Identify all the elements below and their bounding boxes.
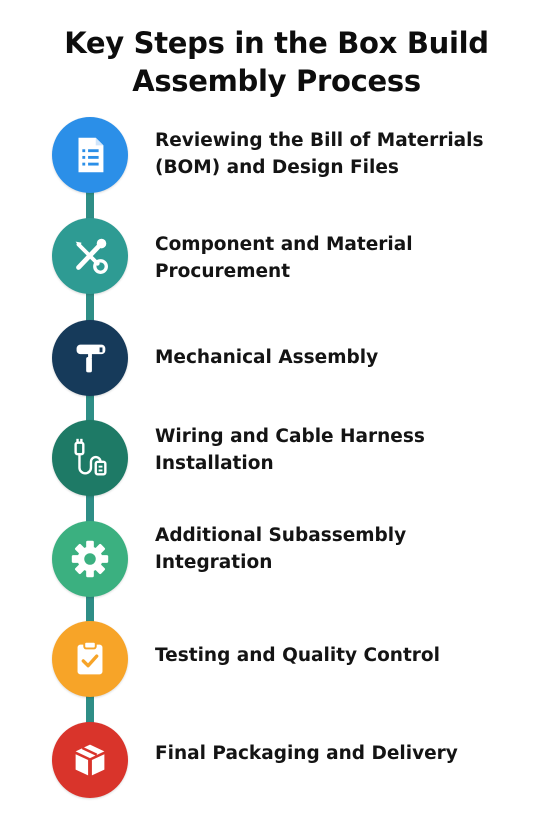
step-7-label: Final Packaging and Delivery (155, 740, 515, 767)
step-6-label: Testing and Quality Control (155, 642, 515, 669)
step-7-circle (52, 722, 128, 798)
step-5-label-line-2: Integration (155, 552, 273, 573)
step-3-label-line-1: Mechanical Assembly (155, 347, 379, 368)
step-4: Wiring and Cable Harness Installation (0, 420, 553, 500)
step-1-label-line-2: (BOM) and Design Files (155, 157, 399, 178)
step-6-circle (52, 621, 128, 697)
screwdriver-wrench-icon (75, 238, 108, 274)
step-1-label-line-1: Reviewing the Bill of Materrials (155, 130, 484, 151)
step-6-label-line-1: Testing and Quality Control (155, 645, 440, 666)
step-4-label: Wiring and Cable Harness Installation (155, 423, 515, 477)
step-6: Testing and Quality Control (0, 620, 553, 700)
clipboard-check-icon (77, 640, 103, 675)
step-2-label: Component and Material Procurement (155, 231, 515, 285)
gear-icon (71, 540, 109, 578)
step-2-circle (52, 218, 128, 294)
step-3-circle (52, 320, 128, 396)
step-4-label-line-2: Installation (155, 453, 274, 474)
step-1-label: Reviewing the Bill of Materrials (BOM) a… (155, 127, 515, 181)
diagram-title: Key Steps in the Box Build Assembly Proc… (0, 24, 553, 100)
title-line-1: Key Steps in the Box Build (64, 26, 489, 60)
title-line-2: Assembly Process (132, 64, 421, 98)
step-3: Mechanical Assembly (0, 318, 553, 398)
step-2: Component and Material Procurement (0, 218, 553, 298)
step-4-label-line-1: Wiring and Cable Harness (155, 426, 425, 447)
step-5-circle (52, 521, 128, 597)
cable-plug-icon (74, 438, 107, 476)
step-7: Final Packaging and Delivery (0, 720, 553, 800)
package-box-icon (75, 744, 105, 776)
step-1-circle (52, 117, 128, 193)
mechanical-tool-icon (76, 344, 106, 373)
step-2-label-line-2: Procurement (155, 261, 291, 282)
step-4-circle (52, 420, 128, 496)
document-checklist-icon (78, 137, 104, 173)
step-1: Reviewing the Bill of Materrials (BOM) a… (0, 115, 553, 195)
step-5: Additional Subassembly Integration (0, 520, 553, 600)
step-5-label-line-1: Additional Subassembly (155, 525, 407, 546)
step-5-label: Additional Subassembly Integration (155, 522, 515, 576)
step-3-label: Mechanical Assembly (155, 344, 515, 371)
step-2-label-line-1: Component and Material (155, 234, 413, 255)
step-7-label-line-1: Final Packaging and Delivery (155, 743, 458, 764)
